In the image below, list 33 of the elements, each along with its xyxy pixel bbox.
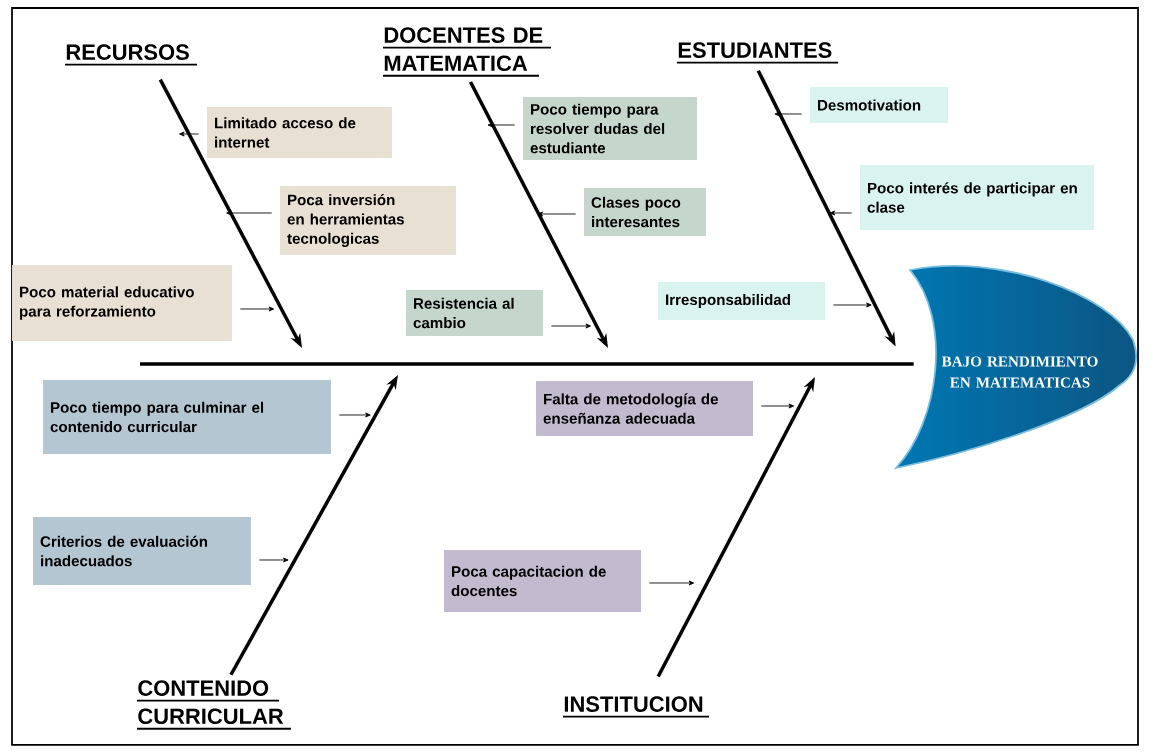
cause-box: Poco material educativo para reforzamiento bbox=[12, 265, 232, 341]
arrow bbox=[338, 412, 371, 418]
arrow bbox=[832, 302, 872, 308]
cause-box: Criterios de evaluación inadecuados bbox=[33, 517, 251, 585]
fish-head: BAJO RENDIMIENTO EN MATEMATICAS bbox=[895, 264, 1137, 469]
arrow bbox=[239, 306, 275, 312]
arrow bbox=[226, 210, 273, 216]
category-heading: ESTUDIANTES bbox=[676, 42, 839, 64]
arrow bbox=[648, 580, 695, 586]
cause-box: Irresponsabilidad bbox=[658, 282, 825, 320]
category-heading: CONTENIDO CURRICULAR bbox=[136, 680, 292, 730]
cause-box: Poca capacitacion de docentes bbox=[444, 550, 641, 612]
arrow bbox=[537, 211, 577, 217]
arrow bbox=[179, 131, 200, 137]
category-heading: RECURSOS bbox=[64, 44, 198, 66]
cause-box: Clases poco interesantes bbox=[584, 188, 706, 236]
cause-box: Poco tiempo para culminar el contenido curricular bbox=[43, 380, 331, 454]
cause-box: Falta de metodología de enseñanza adecuada bbox=[536, 381, 753, 436]
arrow bbox=[760, 403, 794, 409]
category-heading: INSTITUCION bbox=[562, 696, 710, 718]
arrow bbox=[550, 323, 591, 329]
arrow bbox=[829, 210, 853, 216]
category-heading: DOCENTES DE MATEMATICA bbox=[382, 27, 552, 77]
arrow bbox=[487, 122, 516, 128]
arrow bbox=[774, 111, 803, 117]
arrow bbox=[258, 557, 289, 563]
cause-box: Poca inversión en herramientas tecnologicas bbox=[280, 186, 456, 255]
spine-line bbox=[140, 362, 914, 366]
cause-box: Poco tiempo para resolver dudas del estudiante bbox=[523, 97, 697, 160]
cause-box: Poco interés de participar en clase bbox=[860, 165, 1094, 230]
cause-box: Desmotivation bbox=[810, 87, 948, 123]
cause-box: Resistencia al cambio bbox=[406, 290, 543, 336]
cause-box: Limitado acceso de internet bbox=[207, 107, 392, 158]
